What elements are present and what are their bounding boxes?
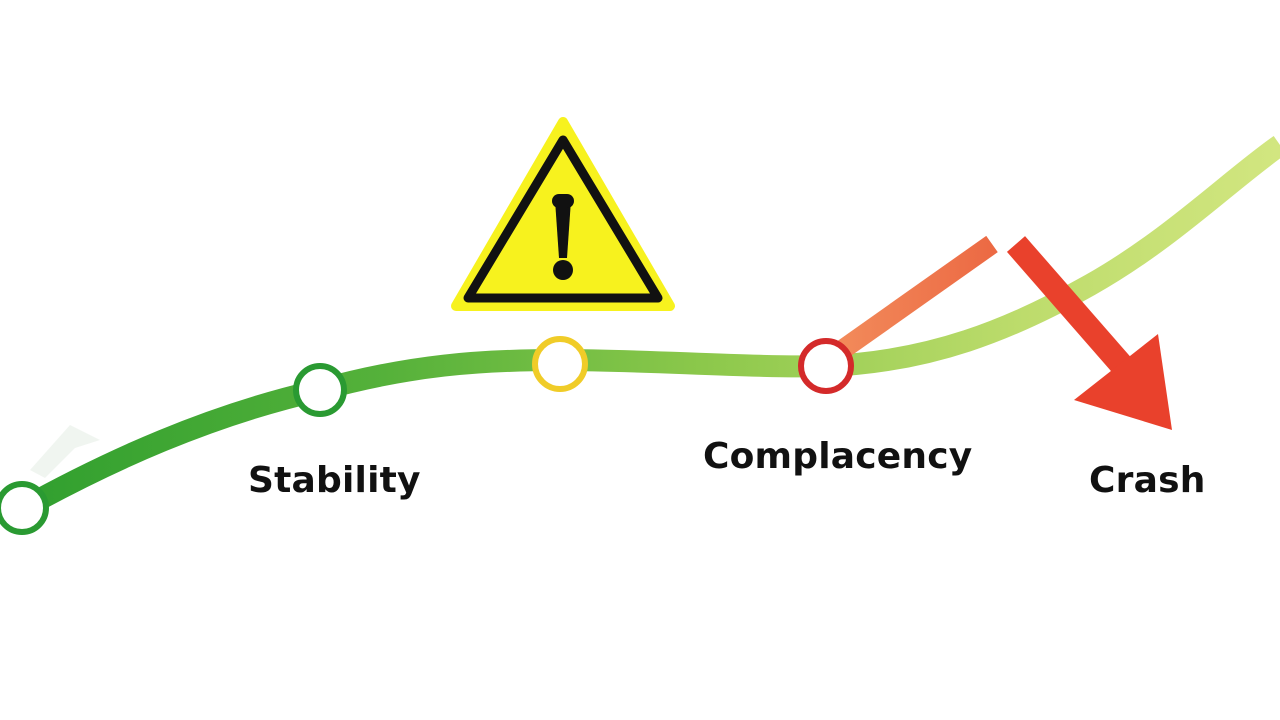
complacency-marker: [798, 338, 854, 394]
stability-marker: [293, 363, 347, 417]
warning-marker: [532, 336, 588, 392]
cycle-curve: [14, 135, 1280, 520]
euphoria-spike: [836, 235, 998, 359]
faint-arrow-icon: [30, 425, 100, 478]
complacency-label: Complacency: [703, 436, 973, 477]
stability-label: Stability: [248, 460, 421, 501]
crash-label: Crash: [1089, 460, 1206, 501]
warning-icon: [451, 117, 675, 311]
crash-arrow-icon: [1006, 236, 1172, 430]
start-marker: [0, 481, 49, 535]
